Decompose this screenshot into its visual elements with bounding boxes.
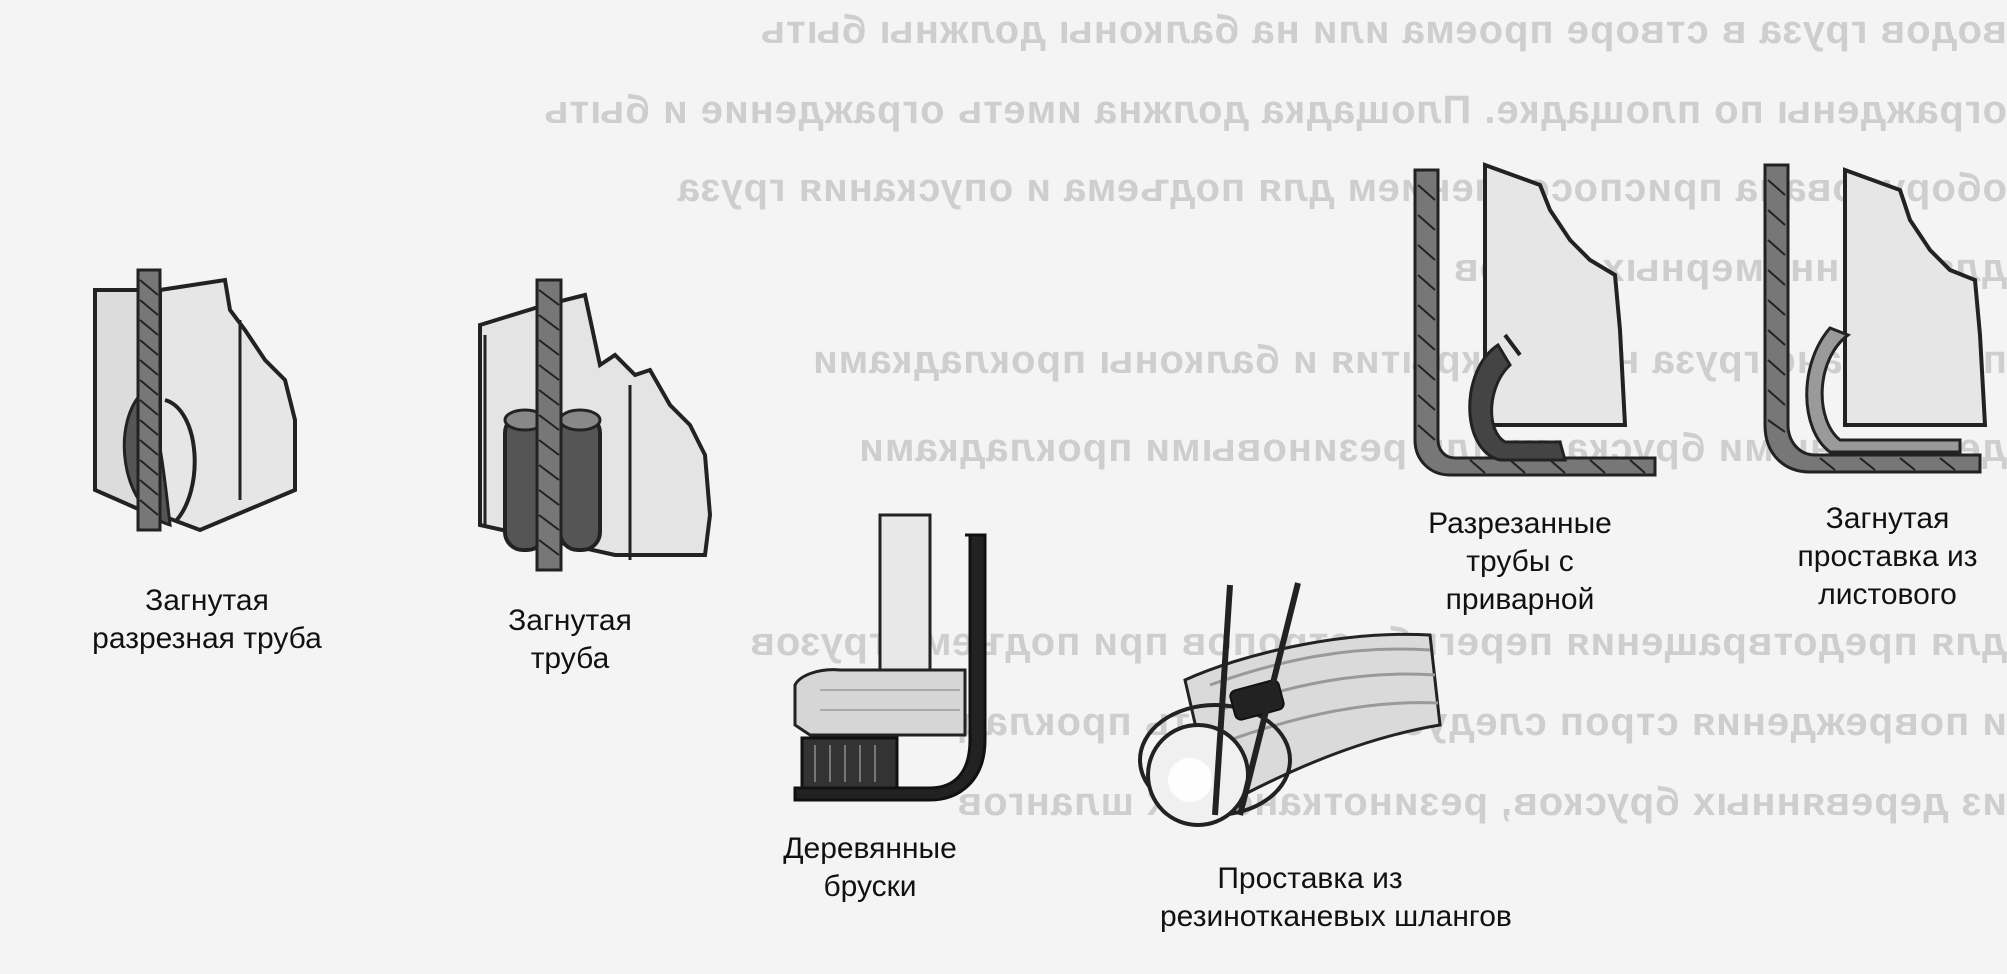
- bent-pipe-illustration: [478, 278, 713, 572]
- bent-split-pipe-illustration: [93, 268, 297, 533]
- caption-line: приварной: [1445, 583, 1595, 616]
- caption-cut-pipes-welded: Разрезанные трубы с приварной: [1400, 505, 1640, 619]
- caption-bent-pipe: Загнутая труба: [470, 602, 670, 678]
- caption-line: трубы с: [1466, 545, 1574, 578]
- caption-line: труба: [530, 642, 610, 675]
- caption-line: Загнутая: [1825, 502, 1950, 535]
- caption-line: Разрезанные: [1428, 507, 1612, 540]
- caption-line: резинотканевых шлангов: [1160, 900, 1512, 933]
- caption-line: разрезная труба: [92, 622, 322, 655]
- rubber-hose-spacer-illustration: [1138, 582, 1442, 827]
- caption-line: Деревянные: [783, 832, 957, 865]
- cut-pipes-welded-illustration: [1413, 162, 1657, 477]
- caption-line: Загнутая: [508, 604, 632, 637]
- caption-wooden-bars: Деревянные бруски: [760, 830, 980, 906]
- caption-line: Загнутая: [145, 584, 269, 617]
- caption-bent-split-pipe: Загнутая разрезная труба: [92, 582, 322, 658]
- caption-bent-sheet-spacer: Загнутая проставка из листового: [1775, 500, 2000, 614]
- caption-line: бруски: [823, 870, 917, 903]
- caption-rubber-hose-spacer: Проставка из резинотканевых шлангов: [1160, 860, 1512, 936]
- caption-line: проставка из: [1797, 540, 1978, 573]
- bent-sheet-spacer-illustration: [1763, 163, 1988, 474]
- background-line: водов груза в створе проема или на балко…: [759, 8, 2007, 52]
- caption-line: Проставка из: [1217, 862, 1403, 895]
- wooden-bars-illustration: [793, 513, 987, 802]
- caption-line: листового: [1818, 578, 1957, 611]
- background-line: ограждены по площадке. Площадка должна и…: [542, 88, 2007, 132]
- background-line: оборудована приспособлением для подъема …: [676, 166, 2007, 210]
